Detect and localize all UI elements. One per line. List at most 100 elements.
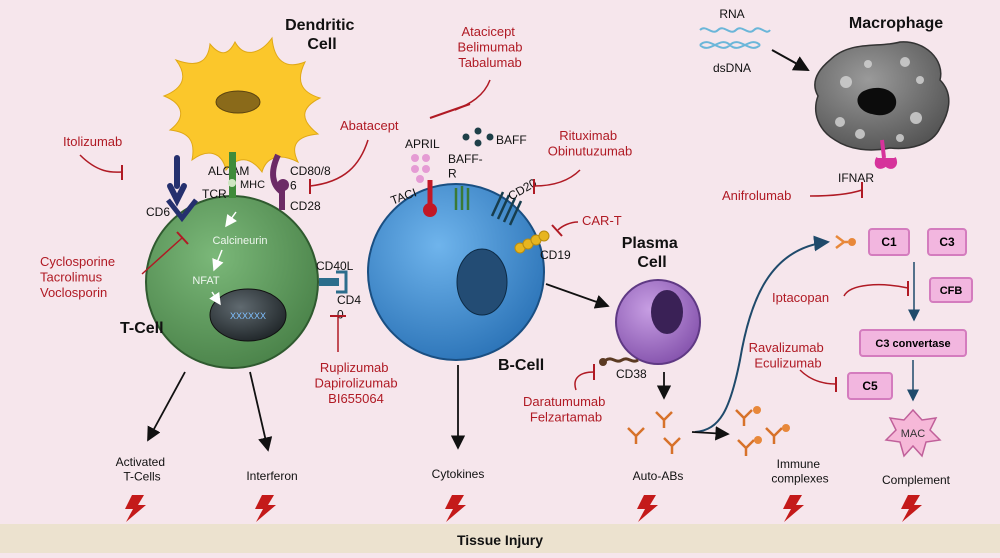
immune-complexes [735,406,790,456]
dna-glyph: XXXXXX [230,311,266,321]
antibody-complement-arrow [694,235,830,433]
b-cell-title: B-Cell [498,357,544,374]
calcineurin-nfat-arrow [212,249,224,272]
alcam-label: ALCAM [208,164,249,178]
april-label: APRIL [405,137,440,151]
lightning-icon [783,495,804,522]
c5-box [847,372,893,400]
april-ligands [411,154,430,183]
cd28-knob [277,179,289,191]
tcr-label: TCR [202,187,227,201]
cd19-receptor [514,230,550,254]
c5-inhibition [799,369,837,385]
lightning-icon [255,495,276,522]
cd20-receptor [490,191,523,226]
lightning-icon [637,495,658,522]
c3-box [927,228,967,256]
nfat-label: NFAT [192,275,220,287]
baff-bar [429,103,471,119]
convertase-label: C3 convertase [875,338,950,350]
cd6-label: CD6 [146,205,170,219]
cd28-label: CD28 [290,199,321,213]
activated-tcells-label: Activated T-Cells [116,455,169,483]
convertase-box [859,329,967,357]
cd38-knob [599,358,607,366]
b-cell [367,183,545,361]
c1-box [868,228,910,256]
complement-label: Complement [882,473,951,487]
macrophage-nucleus [857,87,897,116]
baffr-receptor [454,186,470,210]
drug-anti-c5: Ravalizumab Eculizumab [749,340,828,371]
c1-antibody-icon [835,235,856,249]
drug-anifrolumab: Anifrolumab [722,188,791,203]
drug-iptacopan: Iptacopan [772,290,829,305]
antigen-dot [228,179,236,187]
cd80-cd28-receptor [270,153,285,210]
lightning-icon [901,495,922,522]
cd40l-label: CD40L [316,259,354,273]
cd40-bracket [336,270,348,294]
dendritic-cell-title: Dendritic Cell [285,17,359,53]
tcell-interferon-arrow [249,371,273,452]
tissue-injury-bar [0,524,1000,553]
auto-abs-label: Auto-ABs [633,469,684,483]
macrophage-vacuoles [835,57,924,142]
cart-bar [551,224,563,237]
dendritic-nucleus [215,90,261,114]
tissue-injury-label: Tissue Injury [457,532,543,548]
drug-anti-cd38: Daratumumab Felzartamab [523,394,609,425]
t-cell-nucleus [209,288,287,342]
c5-label: C5 [862,379,878,393]
lightning-icon [125,495,146,522]
macrophage-title: Macrophage [849,15,943,32]
cd6-receptor [166,198,198,223]
c3-label: C3 [939,235,955,249]
drug-itolizumab: Itolizumab [63,134,122,149]
cd38-receptor [605,357,639,363]
cd20-inhibition [533,169,581,187]
rna-label: RNA [719,7,744,21]
cd80-label: CD80/8 6 [290,164,334,192]
abatacept-inhibition [309,139,369,187]
baff-ligands [462,127,494,147]
baff-label: BAFF [496,133,527,147]
tcr-signal-arrow [225,211,237,228]
dsdna-helix [699,41,761,49]
calcineurin-inhibition [141,237,183,275]
drug-anti-cd20: Rituximab Obinutuzumab [548,128,633,159]
nucleic-acid-arrow [771,49,810,71]
auto-antibodies [627,411,681,454]
bcell-plasma-arrow [545,283,610,309]
cd38-label: CD38 [616,367,647,381]
dsdna-label: dsDNA [713,61,751,75]
mhc-label: MHC [240,179,265,191]
baff-inhibition [454,79,491,111]
plasma-cell-title: Plasma Cell [622,235,683,271]
cfb-label: CFB [940,285,963,297]
rna-strand [699,27,771,33]
mac-burst [884,408,942,458]
alcam-receptor [167,155,187,207]
cd40l-cd40-receptor [319,278,339,286]
antibody-complex-arrow [691,426,730,441]
ifnar-inhibition [809,189,863,197]
injury-bolts [125,495,922,522]
tcell-activated-arrow [147,371,186,442]
taci-knob [423,203,437,217]
cart-inhibition [557,221,579,231]
interferon-label: Interferon [246,469,297,483]
mac-label: MAC [901,428,926,440]
cd38-inhibition [574,371,595,391]
b-cell-nucleus [456,248,508,316]
cytokines-label: Cytokines [432,467,485,481]
ifnar-label: IFNAR [838,171,874,185]
ifnar-receptor [874,139,897,169]
tcr-mhc-receptor [229,152,236,198]
calcineurin-bar [176,231,189,245]
